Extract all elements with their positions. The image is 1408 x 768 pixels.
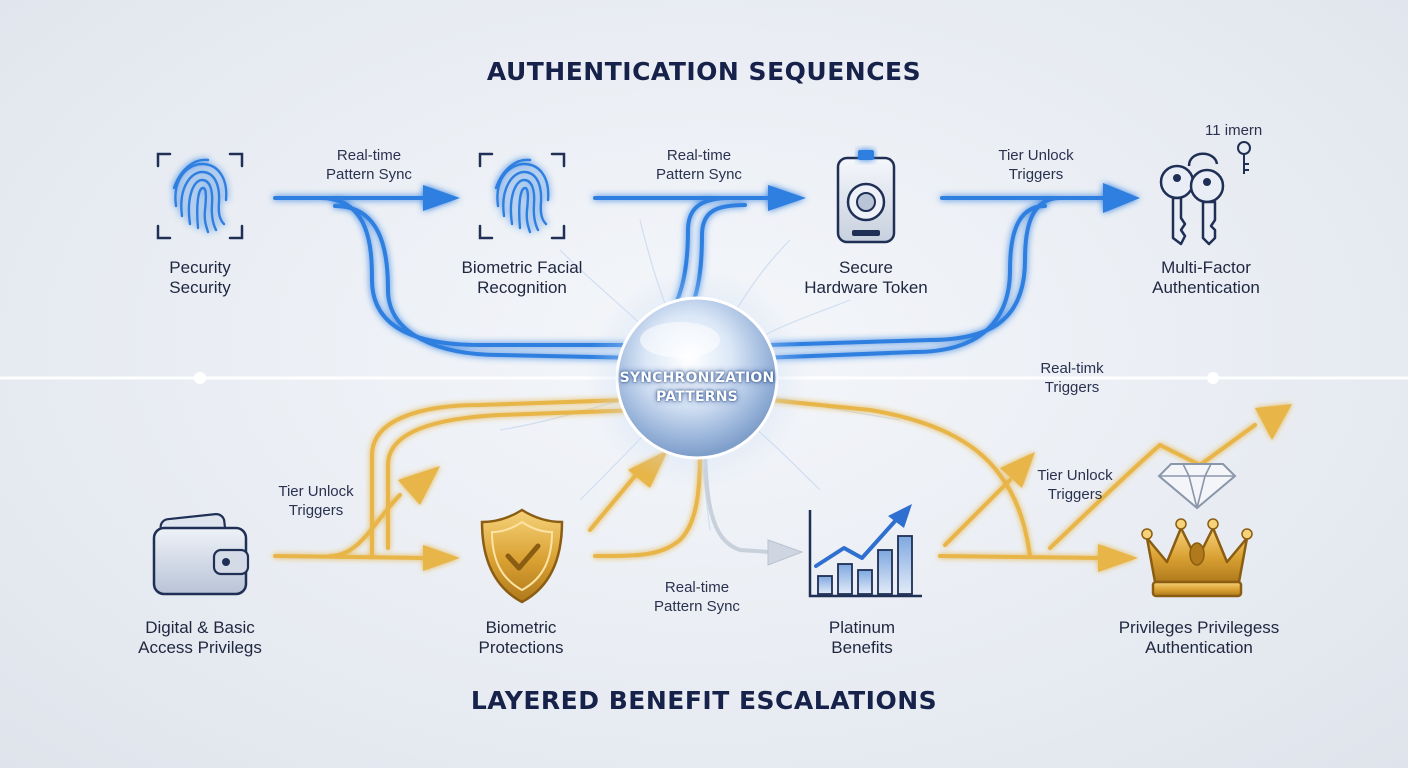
node-label-line: Digital & Basic [145, 618, 255, 637]
node-label-pecurity-security: Pecurity Security [169, 258, 230, 298]
node-label-line: Hardware Token [804, 278, 928, 297]
node-label-digital-basic: Digital & Basic Access Privilegs [138, 618, 262, 658]
hub-label: SYNCHRONIZATION PATTERNS [620, 369, 775, 407]
node-label-line: Protections [478, 638, 564, 657]
gold-arrowheads [398, 404, 1292, 572]
edge-label-line: Real-time [666, 147, 732, 164]
blue-arrowheads [423, 183, 1140, 213]
edge-label-line: Tier Unlock [1037, 467, 1113, 484]
gold-flow-lines [273, 398, 1257, 560]
blue-flow-lines [273, 196, 1107, 360]
node-label-line: Platinum [828, 618, 896, 637]
edge-label-line: Triggers [288, 502, 344, 519]
edge-label-line: Real-time [336, 147, 402, 164]
silver-arrowhead [767, 539, 804, 566]
edge-label-line: Triggers [1044, 379, 1100, 396]
node-label-line: Biometric Facial [461, 258, 583, 277]
hub-label-line2: PATTERNS [656, 389, 738, 405]
crown-diamond-icon [1141, 463, 1253, 598]
growth-chart-icon [808, 504, 922, 598]
edge-label-line: Triggers [1047, 486, 1103, 503]
node-label-line: Authentication [1145, 638, 1253, 657]
edge-label-tier-unlock: Tier Unlock Triggers [278, 482, 353, 520]
shield-check-icon [480, 508, 564, 604]
edge-label-pattern-sync: Real-time Pattern Sync [326, 146, 412, 184]
edge-label-line: Real-timk [1040, 360, 1104, 377]
node-label-line: Authentication [1152, 278, 1260, 297]
node-label-facial-recognition: Biometric Facial Recognition [462, 258, 583, 298]
fingerprint-scan-icon [478, 152, 566, 240]
node-label-line: Recognition [477, 278, 567, 297]
node-label-platinum-benefits: Platinum Benefits [829, 618, 895, 658]
key-count-note: 11 imern [1205, 122, 1263, 139]
edge-label-line: Pattern Sync [326, 166, 412, 183]
edge-label-real-time-triggers: Real-timk Triggers [1040, 359, 1103, 397]
node-label-privileges-authentication: Privileges Privilegess Authentication [1119, 618, 1280, 658]
sync-hub [587, 268, 807, 488]
edge-label-tier-unlock: Tier Unlock Triggers [998, 146, 1073, 184]
edge-label-line: Real-time [664, 579, 730, 596]
node-label-multi-factor: Multi-Factor Authentication [1152, 258, 1260, 298]
node-label-line: Biometric [485, 618, 557, 637]
section-title-authentication: AUTHENTICATION SEQUENCES [486, 57, 922, 86]
edge-label-line: Triggers [1008, 166, 1064, 183]
hub-label-line1: SYNCHRONIZATION [619, 370, 775, 386]
wallet-icon [152, 512, 250, 596]
node-label-line: Security [169, 278, 231, 297]
fingerprint-scan-icon [156, 152, 244, 240]
edge-label-line: Pattern Sync [656, 166, 742, 183]
node-label-line: Multi-Factor [1161, 258, 1251, 277]
edge-label-line: Tier Unlock [998, 147, 1074, 164]
edge-label-pattern-sync: Real-time Pattern Sync [656, 146, 742, 184]
edge-label-tier-unlock: Tier Unlock Triggers [1037, 466, 1112, 504]
node-label-line: Pecurity [169, 258, 231, 277]
edge-label-line: Pattern Sync [654, 598, 740, 615]
hardware-token-icon [836, 150, 896, 244]
keys-icon [1159, 141, 1251, 246]
node-label-line: Secure [839, 258, 893, 277]
edge-label-pattern-sync: Real-time Pattern Sync [654, 578, 740, 616]
node-label-line: Privileges Privilegess [1118, 618, 1280, 637]
node-label-biometric-protections: Biometric Protections [478, 618, 563, 658]
section-title-benefits: LAYERED BENEFIT ESCALATIONS [470, 686, 938, 715]
node-label-line: Benefits [831, 638, 893, 657]
edge-label-line: Tier Unlock [278, 483, 354, 500]
node-label-line: Access Privilegs [138, 638, 262, 657]
node-label-hardware-token: Secure Hardware Token [804, 258, 927, 298]
